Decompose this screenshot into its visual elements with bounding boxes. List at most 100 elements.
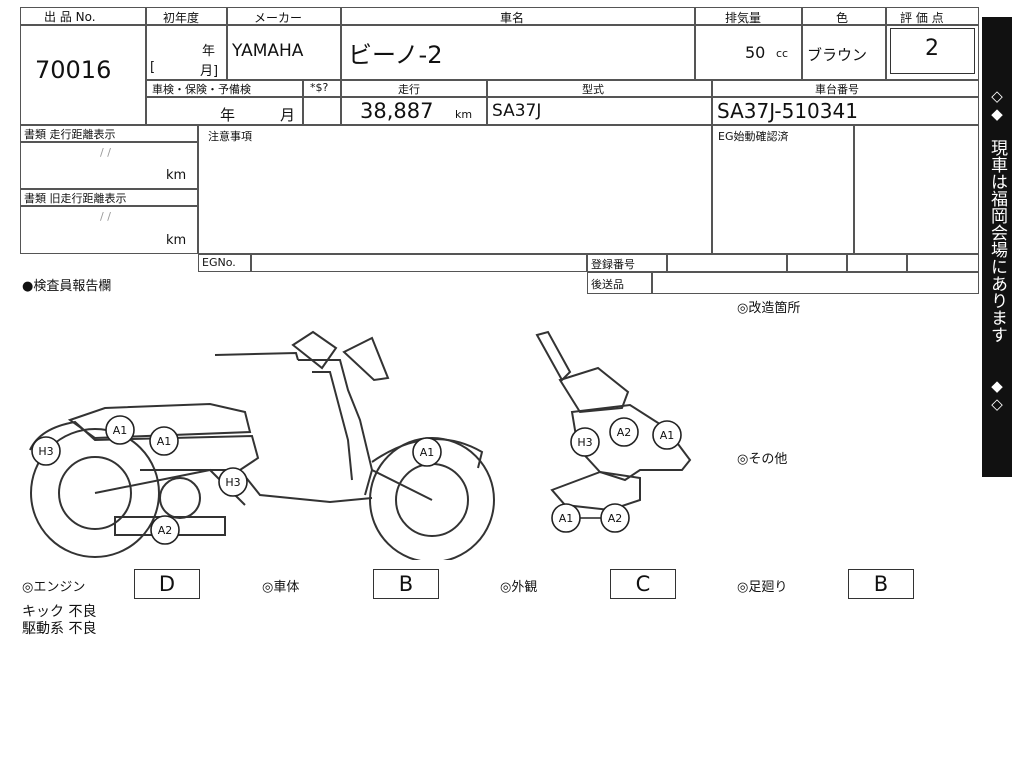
doc-mileage-header: 書類 走行距離表示: [24, 128, 116, 141]
maker-value: YAMAHA: [232, 41, 304, 61]
eg-confirm-label: EG始動確認済: [718, 130, 789, 143]
side-bar-text: 現車は福岡会場にあります: [987, 139, 1007, 343]
engine-grade: D: [134, 569, 200, 599]
front-wheel: [369, 437, 495, 560]
damage-marker-h3-engine: [218, 467, 248, 497]
year-value-cell: [146, 25, 227, 80]
score-header: 評 価 点: [900, 11, 944, 25]
lot-number: 70016: [35, 56, 112, 84]
displacement-unit: cc: [776, 47, 789, 60]
lot-header: 出 品 No.: [44, 10, 96, 24]
damage-label-7: A2: [617, 426, 632, 439]
year-header: 初年度: [163, 11, 200, 25]
model-value: ビーノ-2: [348, 41, 443, 69]
damage-label-6: H3: [577, 436, 592, 449]
damage-label-10: A2: [608, 512, 623, 525]
price-header: *$?: [310, 81, 329, 94]
inspection-header: 車検・保険・予備検: [152, 83, 251, 96]
year-unit-nen: 年: [202, 44, 216, 59]
lot-header-cell: [20, 7, 146, 25]
damage-marker-h3-front-view: [570, 427, 600, 457]
maker-header-cell: [227, 7, 341, 25]
front-fork: [371, 469, 433, 501]
model-header: 車名: [500, 11, 525, 25]
location-side-bar: ◇◆ 現車は福岡会場にあります ◆◇: [982, 17, 1012, 477]
year-unit-gatsu: 月]: [200, 64, 219, 79]
front-mirror: [535, 330, 572, 382]
damage-label-5: A1: [420, 446, 435, 459]
body-grade: B: [373, 569, 439, 599]
doc-old-mileage-slashes: / /: [100, 210, 111, 223]
color-header-cell: [802, 7, 886, 25]
handlebar: [214, 351, 299, 361]
chassis-header-cell: [712, 80, 979, 97]
doc-mileage-km: km: [166, 168, 187, 183]
engine-case: [159, 477, 201, 519]
damage-label-8: A1: [660, 429, 675, 442]
model-header-cell: [341, 7, 695, 25]
chassis-value-cell: [712, 97, 979, 125]
inspector-report-label: ●検査員報告欄: [22, 279, 112, 294]
color-value: ブラウン: [807, 46, 868, 64]
displacement-value-cell: [695, 25, 802, 80]
body-label: ◎車体: [262, 580, 300, 595]
damage-label-3: H3: [225, 476, 240, 489]
inspection-value-cell: [146, 97, 303, 125]
engine-label: ◎エンジン: [22, 580, 86, 595]
shipping-label: 後送品: [591, 278, 624, 291]
score-value: 2: [925, 36, 939, 61]
mirror: [291, 330, 338, 370]
side-bar-top-symbol: ◇◆: [988, 87, 1006, 123]
rear-wheel-hub: [58, 456, 132, 530]
damage-marker-a1-seat: [105, 415, 135, 445]
year-header-cell: [146, 7, 227, 25]
doc-old-mileage-km: km: [166, 233, 187, 248]
doc-mileage-header-cell: [20, 125, 198, 142]
damage-label-4: A2: [158, 524, 173, 537]
reg-label-cell: [587, 254, 667, 272]
doc-old-mileage-header-cell: [20, 189, 198, 206]
inspection-header-cell: [146, 80, 303, 97]
reg-value-cell-1: [667, 254, 787, 272]
reg-value-cell-3: [847, 254, 907, 272]
exterior-label: ◎外観: [500, 580, 538, 595]
suspension-label: ◎足廻り: [737, 580, 788, 595]
damage-marker-a1-body: [149, 426, 179, 456]
price-value-cell: [303, 97, 341, 125]
exterior-grade: C: [610, 569, 676, 599]
color-value-cell: [802, 25, 886, 80]
damage-marker-a1-front: [412, 437, 442, 467]
damage-markers: H3 A1 A1 H3 A2 A1 H3 A2 A1 A1 A2: [31, 415, 682, 545]
shipping-value-cell: [652, 272, 979, 294]
reg-label: 登録番号: [591, 258, 635, 271]
mileage-value-cell: [341, 97, 487, 125]
front-body: [570, 403, 692, 482]
damage-marker-h3-rear: [31, 436, 61, 466]
mileage-value: 38,887: [360, 99, 434, 123]
seat: [67, 402, 252, 440]
maker-value-cell: [227, 25, 341, 80]
other-label: ◎その他: [737, 452, 788, 467]
damage-marker-a2-front-view: [609, 417, 639, 447]
suspension-grade: B: [848, 569, 914, 599]
type-value-cell: [487, 97, 712, 125]
mileage-header: 走行: [398, 83, 420, 96]
modified-parts-label: ◎改造箇所: [737, 301, 801, 316]
displacement-value: 50: [745, 43, 766, 62]
model-value-cell: [341, 25, 695, 80]
headlight: [342, 336, 390, 382]
front-upper: [558, 366, 630, 414]
chassis-header: 車台番号: [815, 83, 859, 96]
egno-label-cell: [198, 254, 251, 272]
eg-confirm-cell: [712, 125, 854, 254]
floorboard: [239, 469, 373, 504]
chassis-value: SA37J-510341: [717, 99, 858, 123]
price-header-cell: [303, 80, 341, 97]
damage-label-9: A1: [559, 512, 574, 525]
doc-old-mileage-value-cell: [20, 206, 198, 254]
mileage-unit: km: [455, 108, 473, 121]
doc-mileage-value-cell: [20, 142, 198, 189]
front-column: [298, 359, 374, 496]
egno-label: EGNo.: [202, 256, 236, 269]
front-column-inner: [312, 371, 353, 481]
